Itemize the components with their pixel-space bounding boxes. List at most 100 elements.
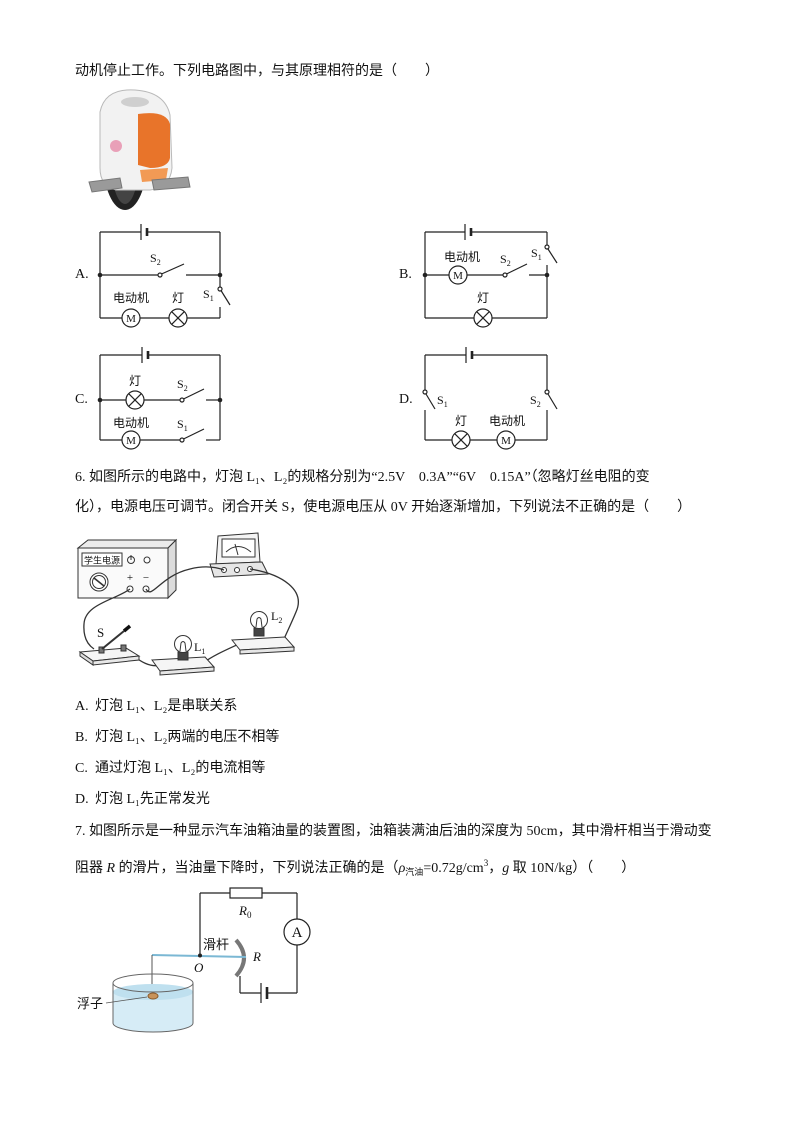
ammeter bbox=[209, 532, 269, 578]
float bbox=[147, 992, 159, 1000]
unicycle-pedal-left bbox=[88, 177, 123, 193]
unicycle-orange-accent bbox=[140, 168, 168, 182]
power-supply-label: 学生电源 bbox=[84, 555, 120, 566]
switch-contact bbox=[502, 272, 508, 278]
motor-symbol: M bbox=[121, 308, 141, 328]
option-c-letter: C. bbox=[75, 392, 88, 407]
lamp-l1-filament bbox=[179, 641, 187, 652]
ammeter-face bbox=[221, 538, 256, 558]
fuel-tank bbox=[112, 973, 194, 1033]
option-letter: B. bbox=[75, 730, 88, 745]
battery-symbol bbox=[140, 224, 149, 240]
density-subscript: 汽油 bbox=[405, 867, 424, 877]
q7-fuel-gauge-figure: A R0 滑杆 O R 浮子 bbox=[77, 887, 311, 1033]
switch-s2 bbox=[502, 263, 528, 278]
battery-symbol bbox=[260, 983, 269, 1003]
option-a-letter: A. bbox=[75, 267, 89, 282]
battery-symbol bbox=[141, 347, 150, 363]
option-letter: C. bbox=[75, 761, 88, 776]
circuit-a-diagram: M S2 S1 电动机 灯 bbox=[97, 224, 231, 328]
switch-blade bbox=[506, 263, 528, 275]
switch-blade bbox=[161, 263, 185, 275]
unicycle-orange-panel bbox=[138, 113, 170, 168]
wire bbox=[83, 588, 131, 650]
lamp-cross bbox=[171, 311, 185, 325]
battery-symbol bbox=[465, 347, 474, 363]
tank-liquid bbox=[113, 992, 193, 1032]
q6-option-d: D.灯泡 L₁先正常发光 bbox=[75, 791, 210, 809]
junction-dot bbox=[422, 272, 428, 278]
tank-bottom bbox=[112, 1022, 194, 1033]
power-supply-label-box bbox=[81, 552, 123, 567]
switch-blade bbox=[183, 428, 205, 440]
switch-contact bbox=[544, 389, 550, 395]
stem-text: 的滑片，当油量下降时，下列说法正确的是（ bbox=[115, 861, 399, 876]
variable-r: R bbox=[106, 861, 116, 876]
voltage-knob-pointer bbox=[93, 577, 105, 587]
lamp-l2-label: L2 bbox=[271, 609, 282, 625]
motor-letter: M bbox=[453, 270, 463, 282]
lamp-cross bbox=[476, 311, 490, 325]
unicycle-light bbox=[110, 140, 122, 152]
knife-switch bbox=[78, 624, 141, 666]
lamp-l2-socket bbox=[253, 627, 265, 637]
junction-dot bbox=[544, 272, 550, 278]
wire bbox=[202, 642, 242, 664]
lamp-cross bbox=[128, 393, 142, 407]
lamp-symbol bbox=[125, 390, 145, 410]
option-d-letter: D. bbox=[399, 392, 413, 407]
lamp-cross bbox=[454, 433, 468, 447]
option-letter: D. bbox=[75, 792, 89, 807]
lamp-l2-bulb bbox=[250, 611, 268, 629]
rheostat-r-arc bbox=[234, 938, 246, 978]
ammeter-letter: A bbox=[292, 925, 303, 941]
switch-contact bbox=[544, 244, 550, 250]
stem-text: 阻器 bbox=[75, 861, 107, 876]
circuit-b-diagram: M 电动机 S2 S1 灯 bbox=[422, 224, 558, 328]
switch-blade bbox=[425, 393, 436, 410]
junction-dot bbox=[217, 272, 223, 278]
switch-clip bbox=[120, 644, 127, 652]
circuit-c-diagram: M 灯 S2 电动机 S1 bbox=[97, 347, 223, 450]
connecting-wires bbox=[83, 566, 299, 667]
indicator-light bbox=[143, 556, 151, 564]
option-letter: A. bbox=[75, 699, 89, 714]
motor-label: 电动机 bbox=[113, 416, 149, 430]
switch-blade bbox=[547, 248, 558, 264]
switch-s1-label: S1 bbox=[437, 393, 448, 409]
q5-stem-tail: 动机停止工作。下列电路图中，与其原理相符的是（ ） bbox=[75, 64, 439, 79]
option-text: 灯泡 L₁、L₂两端的电压不相等 bbox=[95, 730, 280, 745]
slider-label: 滑杆 bbox=[203, 937, 229, 952]
q6-apparatus-figure: 学生电源 + − bbox=[76, 532, 299, 676]
lamp-symbol bbox=[451, 430, 471, 450]
unicycle-pedal-right bbox=[151, 176, 191, 191]
motor-symbol: M bbox=[496, 430, 516, 450]
motor-label: 电动机 bbox=[489, 414, 525, 428]
density-unit-exponent: 3 bbox=[483, 858, 489, 868]
r0-label: R0 bbox=[238, 903, 252, 920]
switch-s2-label: S2 bbox=[150, 251, 161, 267]
motor-label: 电动机 bbox=[444, 250, 480, 264]
circuit-d-diagram: M S1 S2 灯 电动机 bbox=[422, 347, 558, 450]
lamp-l1-label: L1 bbox=[194, 640, 205, 656]
positive-sign: + bbox=[127, 572, 133, 584]
lamp-label: 灯 bbox=[172, 291, 184, 305]
switch-clip bbox=[98, 646, 105, 654]
lamp-l1-board-edge bbox=[159, 666, 215, 676]
resistor-r0 bbox=[229, 887, 263, 899]
switch-handle bbox=[122, 624, 132, 633]
switch-contact bbox=[179, 437, 185, 443]
negative-sign: − bbox=[143, 572, 149, 584]
q6-option-c: C.通过灯泡 L₁、L₂的电流相等 bbox=[75, 760, 265, 778]
switch-s1-label: S1 bbox=[177, 417, 188, 433]
wires bbox=[424, 231, 548, 319]
pivot-label: O bbox=[194, 960, 204, 975]
switch-blade bbox=[101, 630, 125, 650]
switch-s2 bbox=[157, 263, 185, 278]
unicycle-handle bbox=[121, 97, 149, 107]
float-leader-line bbox=[105, 996, 148, 1004]
motor-circle bbox=[121, 308, 141, 328]
option-b-letter: B. bbox=[399, 267, 412, 282]
circuit-wires bbox=[199, 892, 298, 994]
